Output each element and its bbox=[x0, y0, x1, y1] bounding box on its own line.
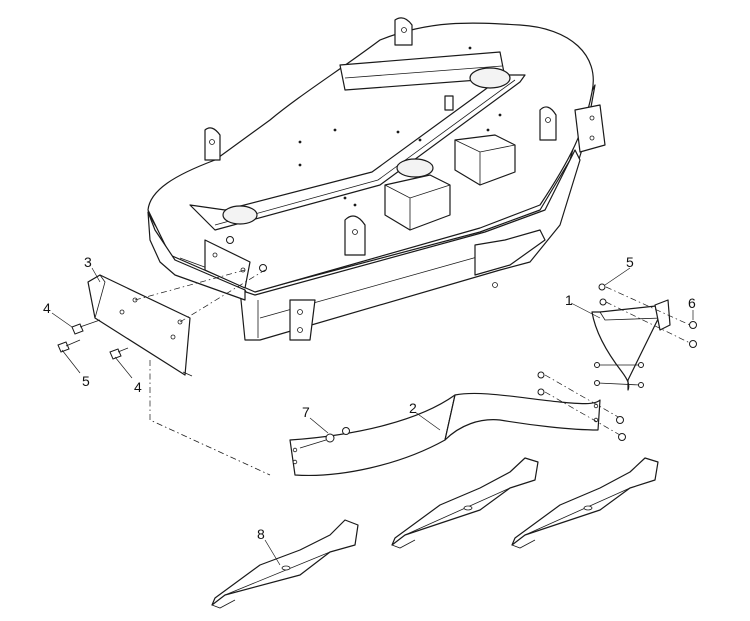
left-side-mount bbox=[204, 239, 251, 289]
bolt-5-upper bbox=[598, 283, 606, 291]
deck-left-wall bbox=[147, 211, 246, 301]
mower-deck bbox=[147, 17, 606, 341]
callout-3: 3 bbox=[84, 254, 92, 270]
part-1-deflector bbox=[591, 299, 671, 391]
nut-left-deck bbox=[259, 264, 267, 272]
part-7-washer-nut bbox=[299, 427, 350, 449]
callout-5-upper: 5 bbox=[626, 254, 634, 270]
nut-6-lower bbox=[689, 340, 697, 348]
callout-7: 7 bbox=[302, 404, 310, 420]
bolt-5-lower bbox=[599, 298, 607, 306]
callout-4-upper: 4 bbox=[43, 300, 51, 316]
deck-mount-tab-4 bbox=[344, 215, 366, 256]
part-8-blade-center bbox=[391, 457, 539, 549]
discharge-bracket-right bbox=[574, 104, 606, 153]
belt-box-left bbox=[384, 174, 451, 231]
callout-6: 6 bbox=[688, 295, 696, 311]
spindle-hole-center bbox=[396, 158, 434, 178]
part-5-bolt-left bbox=[57, 339, 81, 353]
part-1-hardware bbox=[594, 283, 697, 388]
nut-6-upper bbox=[689, 321, 697, 329]
front-bracket-left bbox=[289, 299, 316, 341]
nut-left-deck-2 bbox=[226, 236, 234, 244]
front-bracket-right bbox=[474, 229, 546, 276]
callout-1: 1 bbox=[565, 292, 573, 308]
spindle-hole-right bbox=[469, 67, 511, 89]
part-2-hardware bbox=[537, 371, 626, 441]
callout-8: 8 bbox=[257, 526, 265, 542]
part-2-front-baffle bbox=[289, 392, 601, 477]
callout-2: 2 bbox=[409, 400, 417, 416]
part-8-blade-left bbox=[211, 519, 359, 609]
part-4-bolt-upper bbox=[71, 319, 101, 335]
deck-mount-tab-3 bbox=[539, 106, 557, 141]
deck-front-wall bbox=[239, 149, 581, 341]
part-4-bolt-lower bbox=[109, 347, 129, 360]
callout-4-lower: 4 bbox=[134, 379, 142, 395]
spindle-hole-left bbox=[222, 205, 258, 225]
part-8-blade-right bbox=[511, 457, 659, 549]
callout-5-lower: 5 bbox=[82, 373, 90, 389]
part-3-baffle-plate bbox=[87, 274, 193, 377]
deck-post bbox=[444, 95, 454, 111]
